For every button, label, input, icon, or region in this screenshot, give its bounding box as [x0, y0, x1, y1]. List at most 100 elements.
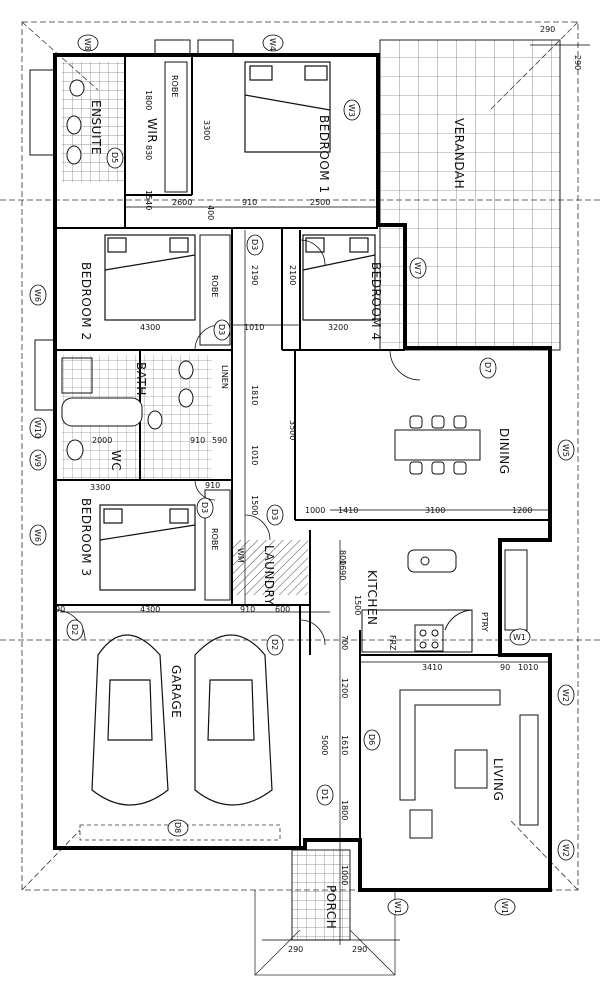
dim-1200-dining: 1200: [512, 506, 532, 515]
dim-1010-a: 1010: [244, 323, 264, 332]
dim-1000-porch: 1000: [340, 865, 349, 885]
tag-w1-right: W1: [500, 901, 509, 914]
opening-tags: [29, 34, 575, 916]
dim-4300-bed2: 4300: [140, 323, 160, 332]
tag-w1-left: W1: [393, 901, 402, 914]
dim-910-mid: 910: [205, 481, 220, 490]
dim-1800-porch: 1800: [340, 800, 349, 820]
room-porch: PORCH: [324, 885, 338, 929]
dim-400: 400: [206, 205, 215, 220]
label-robe-1: ROBE: [170, 75, 179, 97]
room-living: LIVING: [491, 758, 505, 801]
windows-top: [29, 39, 234, 411]
tag-w1-kitchen: W1: [513, 633, 526, 642]
dim-590: 590: [212, 436, 227, 445]
tag-d3-c: D3: [200, 502, 209, 513]
dim-5000: 5000: [320, 735, 329, 755]
dim-290-top: 290: [540, 25, 555, 34]
dim-1010-b: 1010: [250, 445, 259, 465]
dim-3300-wir: 3300: [202, 120, 211, 140]
living-furniture: [399, 689, 539, 839]
dim-3410: 3410: [422, 663, 442, 672]
dim-1800-ensuite: 1800: [144, 90, 153, 110]
tag-w2-top: W2: [561, 689, 570, 702]
dim-2190: 2190: [250, 265, 259, 285]
tag-d5: D5: [110, 152, 119, 163]
tag-d6: D6: [367, 734, 376, 745]
room-bedroom2: BEDROOM 2: [79, 262, 93, 341]
tag-w2-bottom: W2: [561, 844, 570, 857]
dim-830: 830: [144, 145, 153, 160]
tag-w10: W10: [33, 420, 42, 438]
tag-d3-a: D3: [250, 239, 259, 250]
dining-table: [394, 415, 481, 475]
dim-290-porch-right: 290: [352, 945, 367, 954]
dim-1010-kitchen: 1010: [518, 663, 538, 672]
label-robe-2: ROBE: [210, 275, 219, 297]
dim-2600: 2600: [172, 198, 192, 207]
room-laundry: LAUNDRY: [262, 545, 276, 606]
label-pantry: PTRY: [480, 612, 489, 632]
dim-2100: 2100: [288, 265, 297, 285]
dim-290-side: 290: [573, 55, 582, 70]
laundry-hatch: [233, 540, 308, 595]
tag-w3: W3: [347, 104, 356, 117]
dim-1810: 1810: [250, 385, 259, 405]
dim-290-porch-left: 290: [288, 945, 303, 954]
dim-4300-garage: 4300: [140, 605, 160, 614]
dim-910-bath: 910: [190, 436, 205, 445]
dim-700: 700: [340, 635, 349, 650]
dim-3100: 3100: [425, 506, 445, 515]
tag-d2-a: D2: [70, 624, 79, 635]
verandah-tiles: [379, 39, 561, 351]
dim-910-top: 910: [242, 198, 257, 207]
tag-w5: W5: [561, 444, 570, 457]
tag-w8: W8: [83, 38, 92, 51]
tag-d3-d: D3: [270, 509, 279, 520]
room-wc: WC: [109, 450, 123, 471]
label-wm: WM: [236, 548, 245, 563]
dimension-lines: [60, 44, 590, 945]
tag-d7: D7: [483, 362, 492, 373]
porch-tiles: [291, 849, 351, 941]
room-bedroom3: BEDROOM 3: [79, 498, 93, 577]
dim-3200: 3200: [328, 323, 348, 332]
tag-w6-top: W6: [33, 289, 42, 302]
dim-90-a: 90: [55, 605, 65, 614]
label-robe-3: ROBE: [210, 528, 219, 550]
dim-1610: 1610: [340, 735, 349, 755]
dim-1540: 1540: [144, 190, 153, 210]
dim-2000: 2000: [92, 436, 112, 445]
dim-1200-garage: 1200: [340, 678, 349, 698]
tag-d3-b: D3: [217, 324, 226, 335]
room-wir: WIR: [145, 118, 159, 143]
tag-d8: D8: [173, 822, 182, 833]
dim-910-garage: 910: [240, 605, 255, 614]
tag-d2-b: D2: [270, 639, 279, 650]
dim-3500: 3500: [288, 420, 297, 440]
bath-fixtures: [61, 79, 194, 461]
robes: [164, 61, 231, 601]
kitchen-fixtures: [361, 549, 528, 653]
room-dining: DINING: [497, 428, 511, 475]
tag-w9: W9: [33, 454, 42, 467]
room-bedroom4: BEDROOM 4: [369, 262, 383, 341]
tag-d1: D1: [320, 789, 329, 800]
room-verandah: VERANDAH: [452, 118, 466, 189]
dim-90-b: 90: [500, 663, 510, 672]
dim-1500-kitchen: 1500: [353, 595, 362, 615]
dim-600: 600: [275, 605, 290, 614]
cars: [91, 634, 273, 806]
dim-800-kitchen: 800: [338, 550, 347, 565]
dim-2500: 2500: [310, 198, 330, 207]
dim-1500-hall: 1500: [250, 495, 259, 515]
room-bedroom1: BEDROOM 1: [317, 115, 331, 194]
tag-w7: W7: [413, 262, 422, 275]
internal-walls: [55, 55, 550, 890]
label-linen: LINEN: [220, 365, 229, 389]
beds: [99, 61, 376, 591]
label-fridge: FRZ: [388, 635, 397, 651]
room-garage: GARAGE: [169, 665, 183, 718]
dim-3300-bed3: 3300: [90, 483, 110, 492]
